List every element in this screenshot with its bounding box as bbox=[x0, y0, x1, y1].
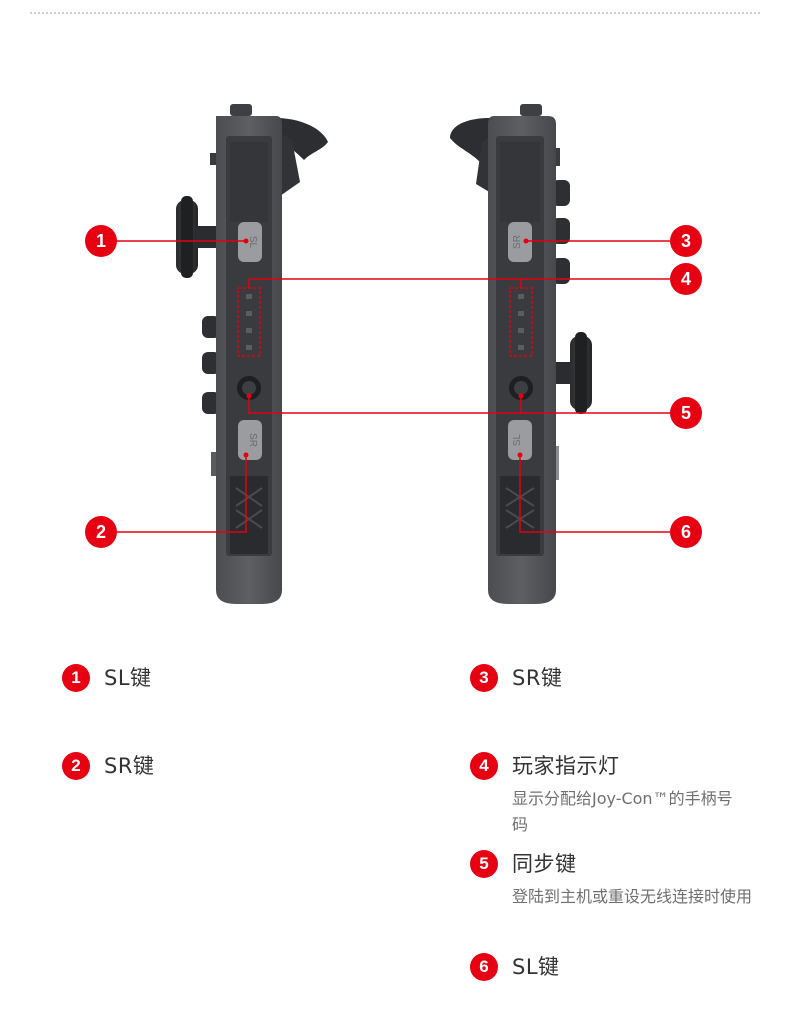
legend-desc-5: 登陆到主机或重设无线连接时使用 bbox=[512, 887, 753, 906]
right-joycon: SR SL bbox=[450, 104, 592, 604]
left-side-button-up bbox=[202, 316, 220, 338]
right-player-leds bbox=[518, 294, 524, 350]
left-release-slide bbox=[230, 476, 268, 554]
callout-badge-6: 6 bbox=[670, 516, 702, 548]
joycon-illustration: SL SR bbox=[116, 104, 670, 604]
top-dotted-divider bbox=[30, 12, 760, 14]
joycon-diagram: SL SR bbox=[85, 104, 702, 604]
left-player-leds bbox=[246, 294, 252, 350]
callout-line-2 bbox=[116, 455, 247, 533]
legend-number-4: 4 bbox=[470, 752, 498, 780]
left-sr-button bbox=[238, 420, 262, 460]
legend-title-6: SL键 bbox=[512, 955, 560, 979]
callout-badge-1: 1 bbox=[85, 225, 117, 257]
legend-number-5: 5 bbox=[470, 850, 498, 878]
legend-title-4: 玩家指示灯 bbox=[512, 754, 620, 778]
right-side-button-a bbox=[552, 218, 570, 244]
callout-line-6 bbox=[519, 455, 670, 533]
left-shoulder-button bbox=[276, 118, 328, 160]
left-analog-stick bbox=[176, 196, 216, 278]
callout-badge-4: 4 bbox=[670, 263, 702, 295]
right-sr-button-label: SR bbox=[512, 235, 523, 249]
legend-number-6: 6 bbox=[470, 953, 498, 981]
right-side-button-b bbox=[552, 258, 570, 284]
left-sr-button-label: SR bbox=[247, 433, 258, 447]
legend-title-5: 同步键 bbox=[512, 852, 577, 876]
legend-number-1: 1 bbox=[62, 664, 90, 692]
callout-line-5 bbox=[248, 396, 670, 414]
legend-desc-4: 显示分配给Joy-Con™的手柄号码 bbox=[512, 789, 733, 834]
right-analog-stick bbox=[552, 332, 592, 414]
right-sl-button-label: SL bbox=[512, 433, 523, 446]
legend-title-1: SL键 bbox=[104, 666, 152, 690]
right-side-button-x bbox=[552, 180, 570, 206]
legend-title-2: SR键 bbox=[104, 754, 155, 778]
left-side-button-down bbox=[202, 392, 220, 414]
legend-title-3: SR键 bbox=[512, 666, 563, 690]
legend-number-2: 2 bbox=[62, 752, 90, 780]
callout-badge-5: 5 bbox=[670, 397, 702, 429]
left-side-button-left bbox=[202, 352, 220, 374]
legend-number-3: 3 bbox=[470, 664, 498, 692]
callout-leaders bbox=[116, 238, 670, 533]
left-joycon: SL SR bbox=[176, 104, 328, 604]
left-sl-button bbox=[238, 222, 262, 262]
callout-badge-2: 2 bbox=[85, 516, 117, 548]
callout-badge-3: 3 bbox=[670, 225, 702, 257]
right-sl-button bbox=[508, 420, 532, 460]
right-sr-button bbox=[508, 222, 532, 262]
left-sl-button-label: SL bbox=[247, 236, 258, 249]
